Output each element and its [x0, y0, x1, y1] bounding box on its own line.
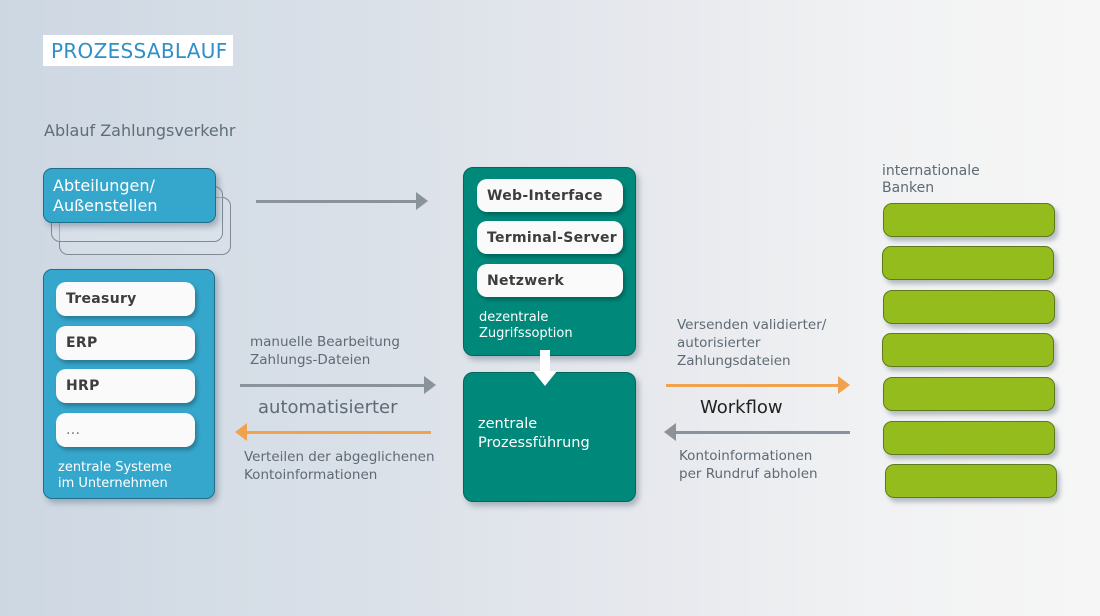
access-item-terminal-server: Terminal-Server — [477, 221, 623, 254]
system-item-erp: ERP — [56, 326, 195, 360]
bank-item — [882, 333, 1054, 367]
bank-item — [885, 464, 1057, 498]
access-item-web-interface: Web-Interface — [477, 179, 623, 212]
bank-item — [883, 421, 1055, 455]
bank-item — [882, 246, 1054, 280]
automated-label: automatisierter — [258, 397, 398, 418]
arrow-departments-to-access — [256, 200, 418, 203]
arrow-down-shaft — [540, 350, 550, 372]
system-item-hrp: HRP — [56, 369, 195, 403]
fetch-account-info-label: Kontoinformationen per Rundruf abholen — [679, 448, 818, 482]
arrow-head-right-icon — [416, 192, 428, 210]
bank-item — [883, 203, 1055, 237]
manual-processing-label: manuelle Bearbeitung Zahlungs-Dateien — [250, 334, 400, 368]
central-systems-caption: zentrale Systeme im Unternehmen — [58, 460, 172, 491]
arrow-head-right-icon — [424, 376, 436, 394]
bank-item — [883, 377, 1055, 411]
distribute-info-label: Verteilen der abgeglichenen Kontoinforma… — [244, 449, 435, 483]
arrow-process-to-systems — [246, 431, 431, 434]
arrow-down-icon — [533, 371, 557, 386]
diagram-subtitle: Ablauf Zahlungsverkehr — [44, 121, 236, 140]
access-item-netzwerk: Netzwerk — [477, 264, 623, 297]
system-item-treasury: Treasury — [56, 282, 195, 316]
decentral-access-caption: dezentrale Zugrifssoption — [479, 310, 573, 341]
workflow-label: Workflow — [700, 397, 783, 418]
system-item-more: ... — [56, 413, 195, 447]
banks-label: internationale Banken — [882, 163, 980, 196]
arrow-head-right-icon — [838, 376, 850, 394]
bank-item — [883, 290, 1055, 324]
arrow-head-left-icon — [235, 423, 247, 441]
arrow-process-to-banks — [666, 384, 840, 387]
arrow-systems-to-process — [240, 384, 426, 387]
arrow-banks-to-process — [676, 431, 850, 434]
central-process-label: zentrale Prozessführung — [478, 416, 590, 451]
send-payment-files-label: Versenden validierter/ autorisierter Zah… — [677, 317, 827, 369]
arrow-head-left-icon — [664, 423, 676, 441]
page-title: PROZESSABLAUF — [43, 35, 233, 66]
departments-label: Abteilungen/ Außenstellen — [53, 176, 158, 215]
departments-box — [43, 168, 216, 223]
